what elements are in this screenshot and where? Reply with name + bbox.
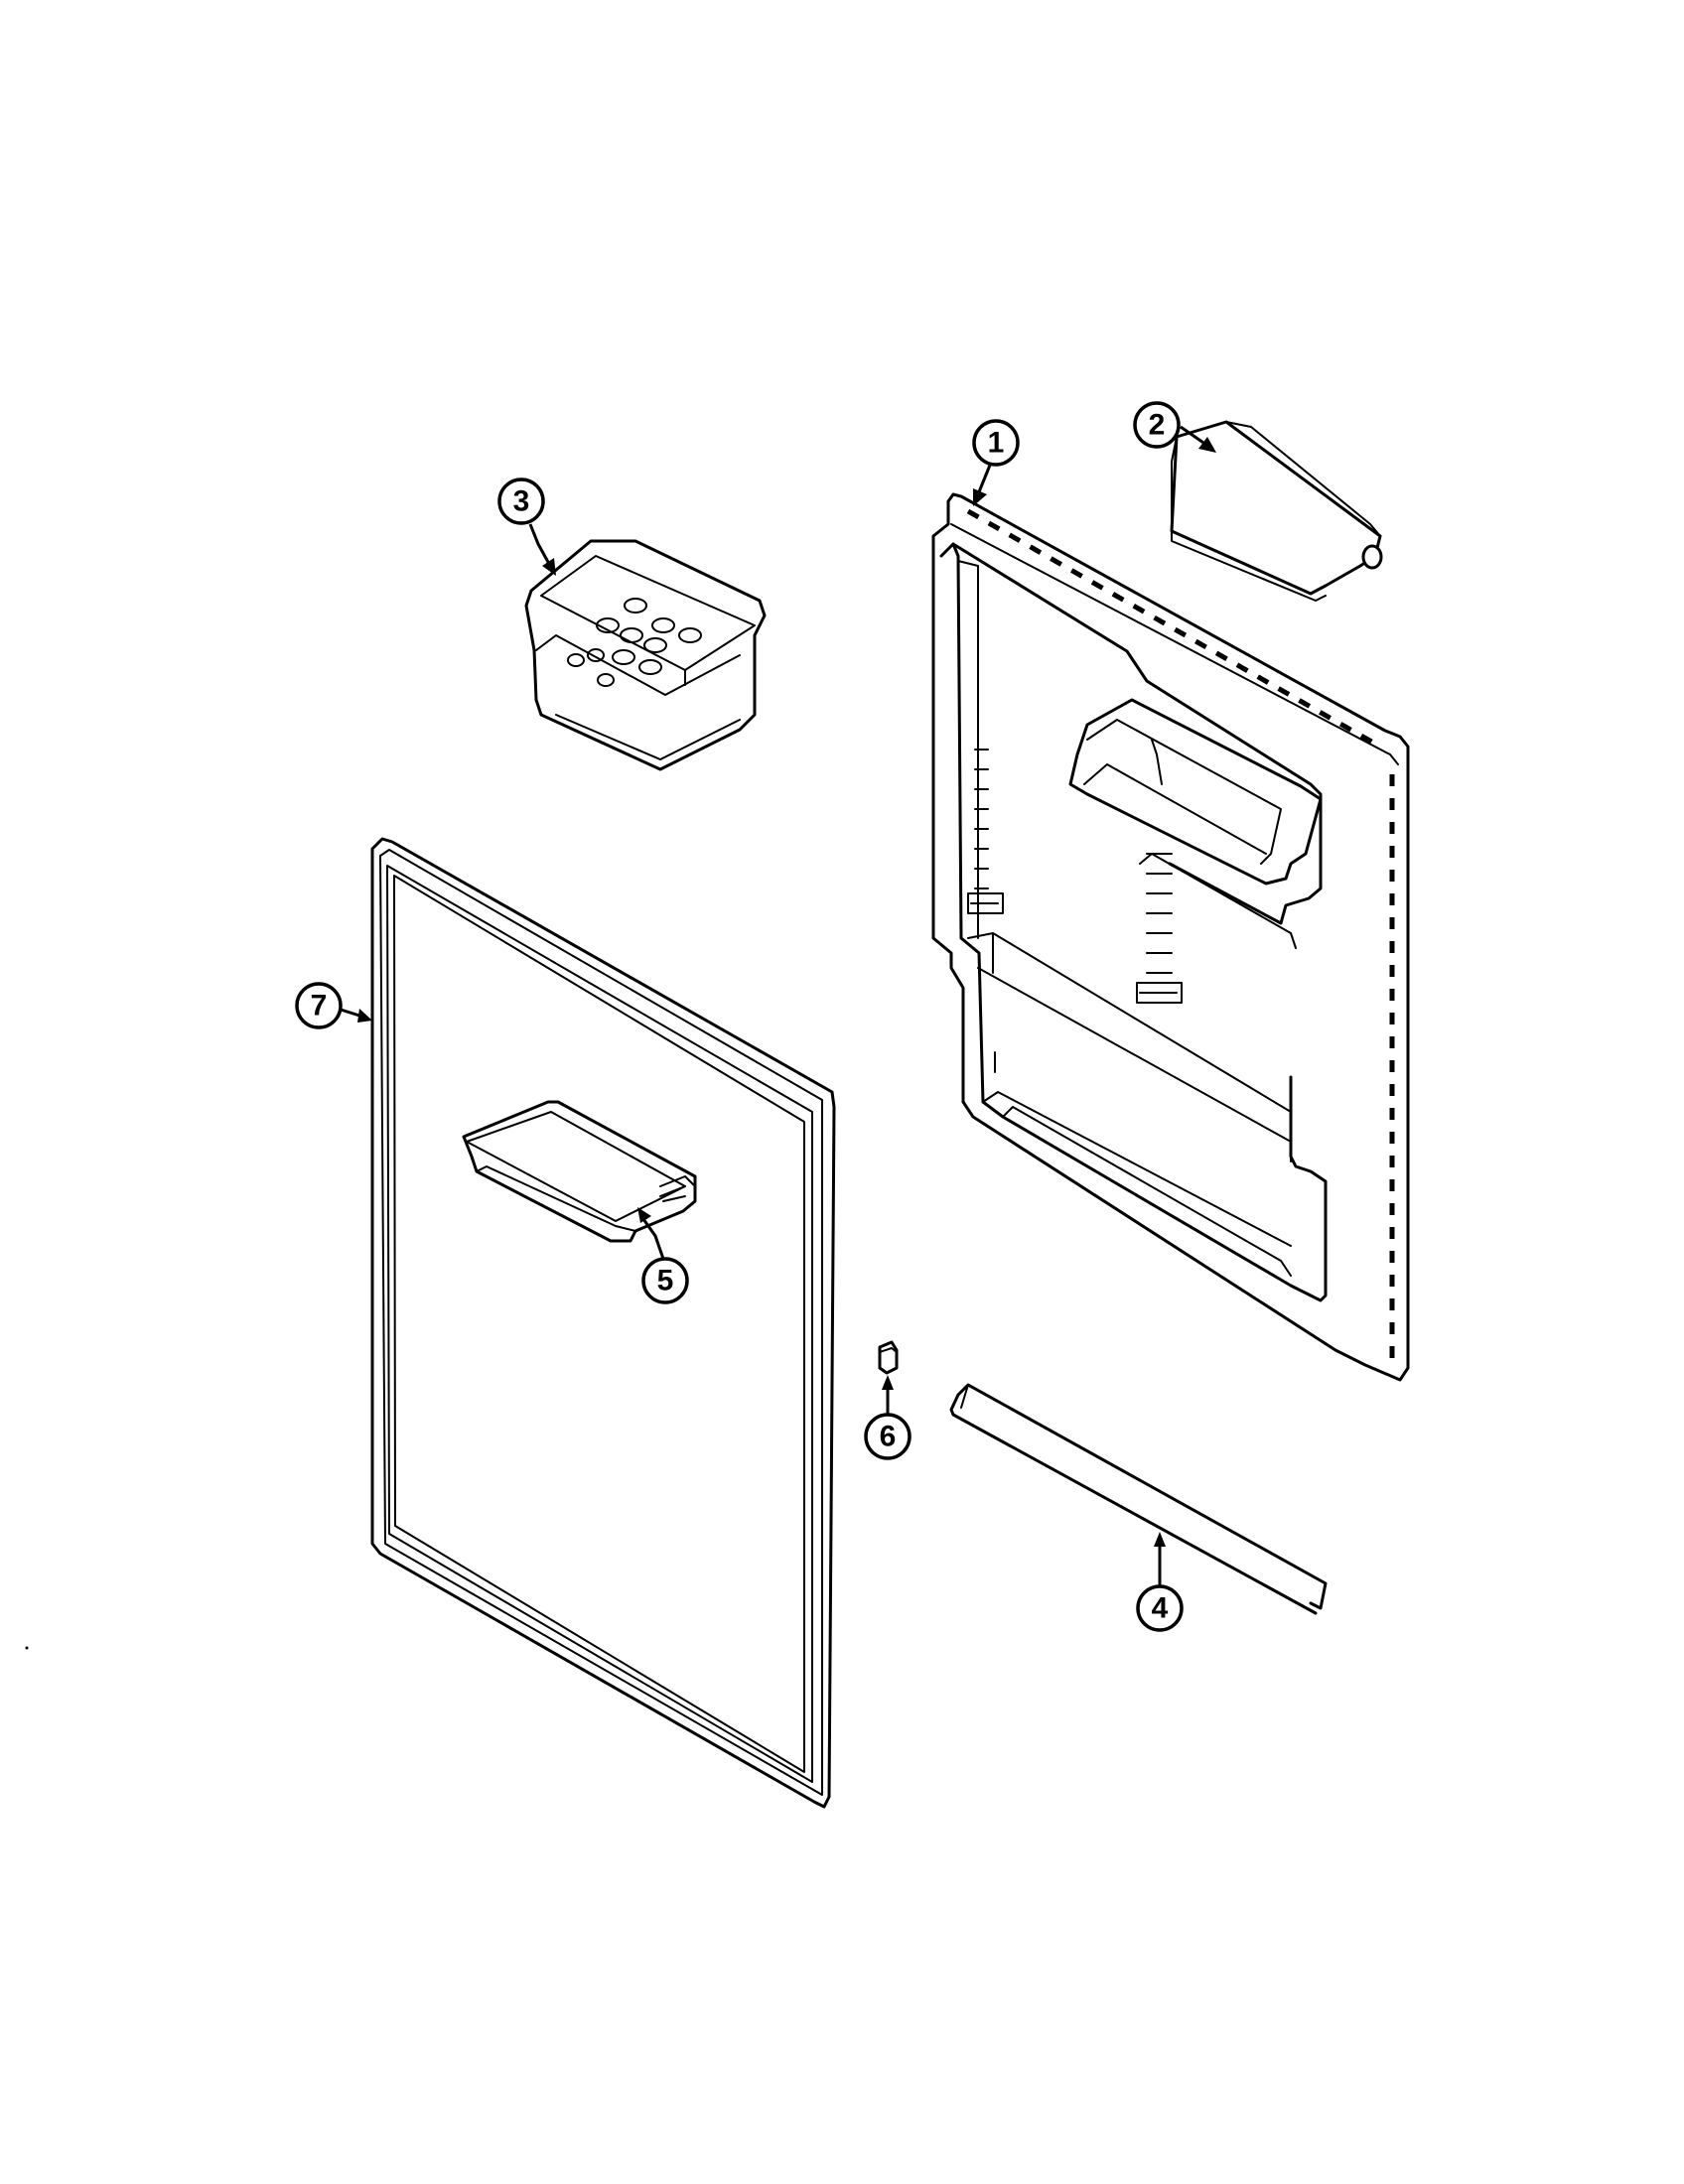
callout-4: 4 (1136, 1532, 1184, 1632)
rack-slots-middle (1136, 853, 1183, 1004)
callout-6: 6 (864, 1375, 912, 1460)
dairy-cover-part-2[interactable] (1170, 420, 1383, 602)
callout-label-2: 2 (1149, 409, 1166, 442)
callout-label-7: 7 (311, 990, 328, 1023)
door-bin-part-5[interactable] (462, 1100, 697, 1243)
callout-3: 3 (497, 478, 556, 576)
callout-1: 1 (972, 419, 1020, 506)
callout-7: 7 (295, 982, 372, 1029)
rack-slots-left (967, 749, 1004, 914)
door-liner-part-1[interactable] (931, 492, 1410, 1382)
callout-label-3: 3 (513, 485, 530, 518)
callout-5: 5 (637, 1207, 689, 1304)
door-gasket-part-7[interactable] (370, 837, 836, 1809)
trim-rod-part-4[interactable] (949, 1383, 1328, 1615)
callout-2: 2 (1133, 401, 1216, 453)
callout-label-1: 1 (988, 427, 1005, 460)
callout-label-5: 5 (657, 1265, 674, 1297)
clip-part-6[interactable] (878, 1340, 899, 1375)
scan-speck (25, 1646, 29, 1650)
callout-label-6: 6 (880, 1421, 897, 1453)
callout-label-4: 4 (1152, 1592, 1169, 1625)
egg-bin-part-3[interactable] (524, 539, 767, 771)
